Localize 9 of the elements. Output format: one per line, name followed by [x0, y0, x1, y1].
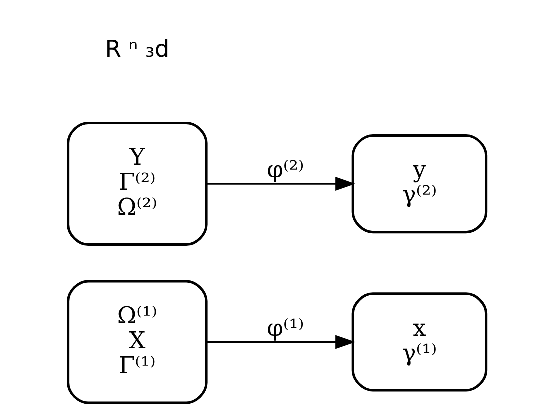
- node-box: Y Γ⁽²⁾ Ω⁽²⁾: [67, 122, 208, 246]
- edge-label: φ⁽²⁾: [267, 156, 304, 184]
- arrow: [206, 177, 356, 192]
- node-box: y γ⁽²⁾: [352, 134, 488, 234]
- edge-label: φ⁽¹⁾: [267, 314, 304, 342]
- label: R ⁿ ₃d: [105, 36, 170, 63]
- node-box: x γ⁽¹⁾: [352, 292, 488, 392]
- node-box: Ω⁽¹⁾ X Γ⁽¹⁾: [67, 280, 208, 404]
- arrow: [206, 335, 356, 350]
